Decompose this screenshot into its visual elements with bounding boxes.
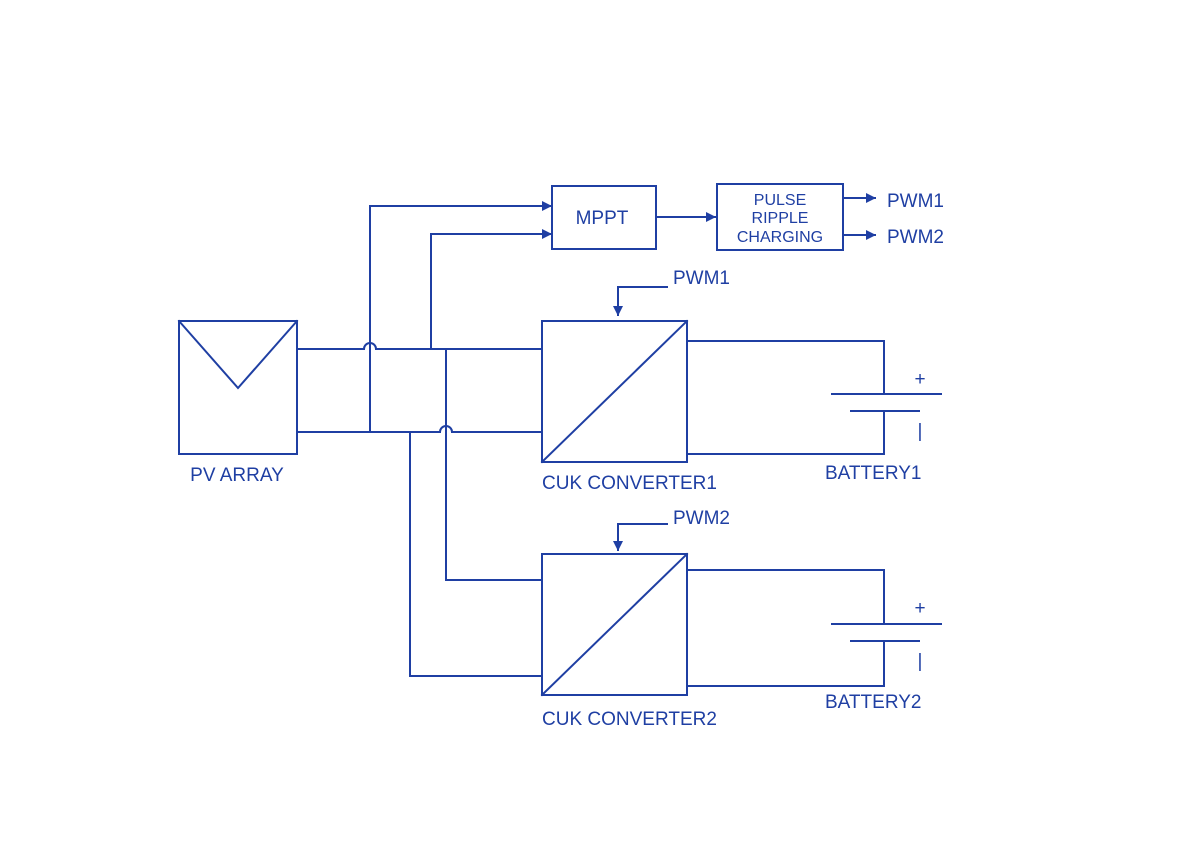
bottom-rail — [296, 425, 542, 433]
battery1-wire-bottom — [686, 410, 885, 455]
cuk-converter-1: PWM1 CUK CONVERTER1 — [540, 268, 730, 494]
prc-label-line-2: RIPPLE — [752, 210, 809, 227]
pwm2-output-label: PWM2 — [887, 227, 944, 248]
mppt-label: MPPT — [576, 208, 629, 229]
battery2-label: BATTERY2 — [825, 692, 921, 713]
top-rail — [296, 342, 542, 350]
conv1-pwm-label: PWM1 — [673, 268, 730, 289]
conv1-diagonal — [540, 319, 689, 464]
battery-2: + | BATTERY2 — [686, 569, 942, 713]
bus-wiring — [296, 201, 552, 677]
battery1-label: BATTERY1 — [825, 463, 921, 484]
conv2-label: CUK CONVERTER2 — [542, 709, 717, 730]
conv1-box — [541, 320, 688, 463]
pv-array: PV ARRAY — [177, 319, 299, 486]
mppt-block: MPPT — [551, 185, 716, 250]
conv2-feed-top — [445, 348, 542, 581]
battery-1: + | BATTERY1 — [686, 340, 942, 484]
battery2-plus: + — [914, 598, 925, 619]
mppt-sense-2 — [430, 229, 552, 350]
pulse-ripple-charging-block: PULSE RIPPLE CHARGING PWM1 PWM2 — [716, 183, 944, 251]
battery2-wire-top — [686, 569, 885, 625]
conv2-box — [541, 553, 688, 696]
conv2-diagonal — [540, 552, 689, 697]
battery2-minus: | — [918, 651, 923, 672]
battery1-minus: | — [918, 421, 923, 442]
conv2-pwm-input — [613, 523, 668, 551]
mppt-sense-1 — [369, 201, 552, 433]
conv2-feed-bottom — [409, 431, 542, 677]
conv1-pwm-input — [613, 286, 668, 316]
prc-box — [716, 183, 844, 251]
pv-array-box — [178, 320, 298, 455]
battery2-wire-bottom — [686, 640, 885, 687]
pv-array-label: PV ARRAY — [190, 465, 284, 486]
prc-label-line-3: CHARGING — [737, 229, 823, 246]
battery1-plus: + — [914, 369, 925, 390]
battery1-wire-top — [686, 340, 885, 395]
prc-label-line-1: PULSE — [754, 192, 806, 209]
conv1-label: CUK CONVERTER1 — [542, 473, 717, 494]
cuk-converter-2: PWM2 CUK CONVERTER2 — [540, 508, 730, 730]
conv2-pwm-label: PWM2 — [673, 508, 730, 529]
pv-array-symbol — [177, 319, 299, 390]
pwm1-output-label: PWM1 — [887, 191, 944, 212]
